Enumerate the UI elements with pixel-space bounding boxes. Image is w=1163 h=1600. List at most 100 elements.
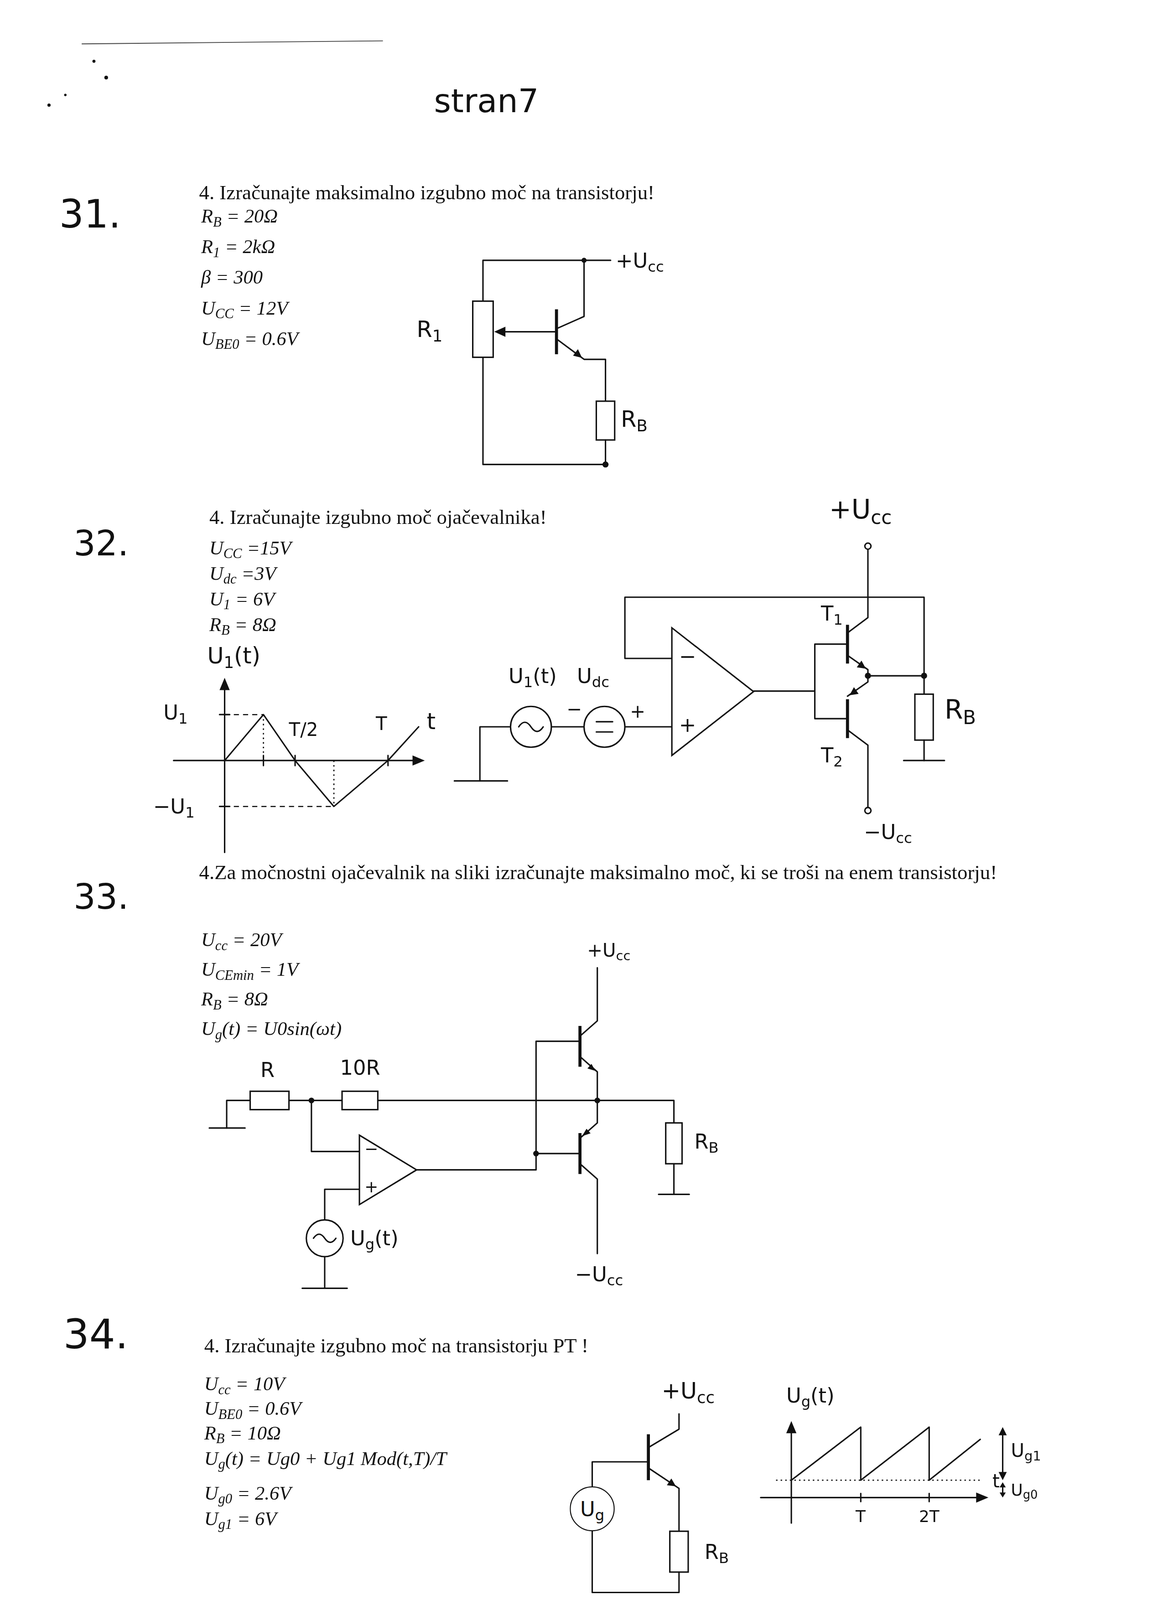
wire xyxy=(847,549,868,634)
wire xyxy=(289,1100,343,1102)
ac-source-symbol xyxy=(510,706,552,748)
subscript: g0 xyxy=(218,1491,233,1508)
resistor-symbol xyxy=(914,694,934,741)
text-part: (t) xyxy=(374,1226,399,1252)
text-part: U xyxy=(204,1397,219,1420)
ground-symbol xyxy=(903,759,945,762)
op-amp-triangle-shape xyxy=(671,628,754,756)
text-part: +U xyxy=(829,494,871,525)
text-part: = 1V xyxy=(254,958,299,981)
text-part: U xyxy=(201,296,216,319)
component-label: RB xyxy=(620,406,648,434)
axis-label: T/2 xyxy=(289,718,319,741)
supply-label: −Ucc xyxy=(574,1261,624,1287)
ground-symbol xyxy=(658,1194,690,1196)
task-text: 4. Izračunajte maksimalno izgubno moč na… xyxy=(199,179,655,205)
subscript: 1 xyxy=(523,674,533,691)
subscript: g xyxy=(215,1027,223,1043)
text-part: U xyxy=(201,1017,216,1040)
axis-arrow xyxy=(786,1421,797,1434)
op-amp-triangle: −+ xyxy=(671,628,754,756)
junction-dot xyxy=(533,1151,540,1158)
text-part: U xyxy=(350,1226,366,1252)
tick xyxy=(219,714,388,807)
text-part: = 10Ω xyxy=(224,1422,281,1444)
subscript: cc xyxy=(647,258,664,275)
subscript: CC xyxy=(215,306,234,322)
axis-label: t xyxy=(426,708,436,736)
axis-label: t xyxy=(992,1470,1000,1493)
subscript: cc xyxy=(895,830,912,847)
text-part: T xyxy=(820,601,834,627)
emitter-arrow xyxy=(587,1064,596,1071)
ground-symbol xyxy=(302,1287,348,1290)
parameter: Udc =3V xyxy=(209,562,276,587)
wire xyxy=(624,726,672,728)
text-part: R xyxy=(209,613,222,636)
parameter: β = 300 xyxy=(201,266,263,290)
dimension-label: Ug0 xyxy=(1010,1480,1038,1501)
text-part: R xyxy=(204,1422,217,1444)
source-label: Ug xyxy=(580,1496,605,1522)
text-part: +U xyxy=(661,1378,697,1404)
axis-arrow xyxy=(219,678,230,691)
wire xyxy=(580,967,598,1037)
axis-label: T xyxy=(375,712,388,735)
text-part: = 8Ω xyxy=(221,988,269,1010)
axis-label: T xyxy=(855,1506,866,1527)
subscript: B xyxy=(212,997,222,1013)
signal-source-circle: Ug xyxy=(569,1486,615,1532)
input-sign: − xyxy=(679,644,697,670)
subscript: CC xyxy=(223,545,243,562)
signal-name: U1(t) xyxy=(207,643,260,670)
parameter: R1 = 2kΩ xyxy=(201,235,276,260)
component-label: RB xyxy=(694,1129,719,1154)
junction-dot xyxy=(594,1097,601,1104)
text-part: (t) xyxy=(532,663,557,689)
component-label: R1 xyxy=(416,316,443,344)
junction-dot xyxy=(602,461,609,468)
text-part: U xyxy=(786,1383,802,1409)
parameter: UCC = 12V xyxy=(201,296,288,321)
input-sign: + xyxy=(364,1177,379,1197)
emitter-arrow xyxy=(856,660,867,670)
axis xyxy=(223,682,226,853)
subscript: B xyxy=(962,706,977,729)
text-part: (t) = U0sin(ωt) xyxy=(222,1017,342,1040)
wire xyxy=(479,726,511,782)
transistor-base xyxy=(846,624,850,739)
subscript: BE0 xyxy=(215,336,240,353)
sine-symbol xyxy=(518,722,544,732)
text-part: = 6V xyxy=(232,1508,277,1530)
text-part: U xyxy=(576,663,592,689)
text-part: U xyxy=(1010,1439,1025,1462)
task-text: 4.Za močnostni ojačevalnik na sliki izra… xyxy=(199,859,1017,885)
parameter: Ug1 = 6V xyxy=(204,1508,277,1532)
problem-number: 34. xyxy=(63,1309,129,1359)
wire xyxy=(847,730,868,808)
task-text: 4. Izračunajte izgubno moč na transistor… xyxy=(204,1333,589,1359)
ac-source-symbol xyxy=(306,1220,344,1257)
supply-label: +Ucc xyxy=(829,494,892,527)
text-part: R xyxy=(944,694,963,725)
wire xyxy=(324,1189,360,1221)
subscript: B xyxy=(212,214,222,230)
supply-label: +Ucc xyxy=(586,939,631,962)
text-part: R xyxy=(201,988,213,1010)
dotted-guide xyxy=(333,760,335,807)
problem-number: 33. xyxy=(73,876,129,918)
text-part: −U xyxy=(863,820,896,845)
text-part: (t) xyxy=(810,1383,835,1409)
scan-line xyxy=(81,41,383,45)
dc-source-symbol xyxy=(584,706,626,748)
parameter: RB = 20Ω xyxy=(201,205,278,229)
text-part: = 2.6V xyxy=(232,1482,291,1505)
dimension-arrowhead xyxy=(999,1492,1006,1498)
subscript: 1 xyxy=(223,653,235,673)
subscript: cc xyxy=(218,1382,231,1398)
axis-label: U1 xyxy=(163,700,188,726)
axis-arrow xyxy=(412,755,425,766)
op-amp-triangle: −+ xyxy=(359,1135,417,1205)
supply-label: −Ucc xyxy=(863,820,913,845)
page-number: stran7 xyxy=(433,81,539,121)
